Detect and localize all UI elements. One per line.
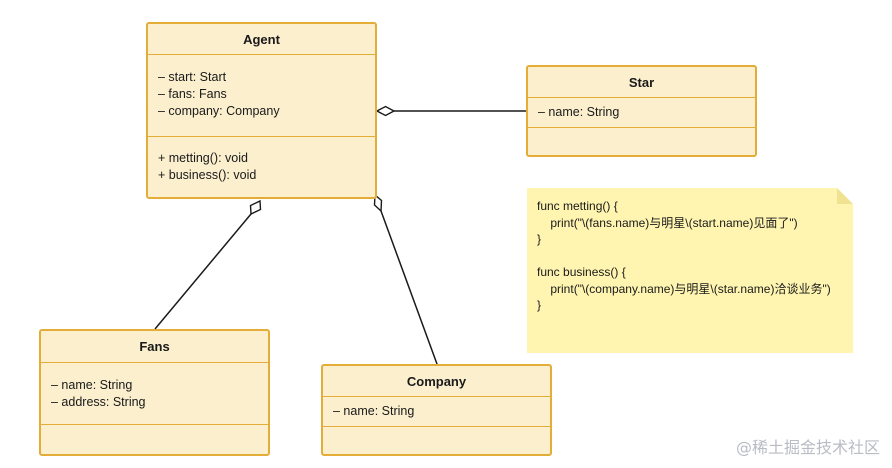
note-text: func metting() { print("\(fans.name)与明星\… [537,198,837,314]
code-note[interactable]: func metting() { print("\(fans.name)与明星\… [527,188,853,353]
note-line: func business() { [537,265,626,279]
agent-attribute: – start: Start [158,70,227,84]
fans-class-name: Fans [41,331,268,363]
note-background [527,188,853,353]
company-class-name: Company [323,366,550,397]
star-attribute: – name: String [538,105,620,119]
star-class[interactable]: Star – name: String [526,65,757,157]
agent-method: + business(): void [158,168,257,182]
aggregation-diamond-icon [375,105,396,117]
agent-star-aggregation [375,105,527,117]
agent-fans-aggregation [154,199,262,330]
company-class[interactable]: Company – name: String [321,364,552,456]
star-class-name: Star [528,67,755,98]
agent-methods: + metting(): void + business(): void [148,137,375,184]
fans-class[interactable]: Fans – name: String – address: String [39,329,270,456]
company-attribute: – name: String [333,404,415,418]
fans-attribute: – address: String [51,395,146,409]
note-line: } [537,298,542,312]
agent-attributes: – start: Start – fans: Fans – company: C… [148,55,375,137]
agent-attribute: – fans: Fans [158,87,227,101]
agent-class[interactable]: Agent – start: Start – fans: Fans – comp… [146,22,377,199]
star-attributes: – name: String [528,98,755,128]
note-line: } [537,232,542,246]
agent-company-aggregation [373,193,438,365]
fans-attribute: – name: String [51,378,133,392]
agent-method: + metting(): void [158,151,248,165]
company-attributes: – name: String [323,397,550,427]
note-line: print("\(fans.name)与明星\(start.name)见面了") [537,215,798,230]
note-line [537,248,837,265]
agent-attribute: – company: Company [158,104,280,118]
watermark: @稀土掘金技术社区 [735,438,880,457]
fans-attributes: – name: String – address: String [41,363,268,425]
note-line: func metting() { [537,199,618,213]
note-fold-corner [837,188,853,204]
note-line: print("\(company.name)与明星\(star.name)洽谈业… [537,281,831,296]
aggregation-diamond-icon [249,199,262,216]
agent-class-name: Agent [148,24,375,55]
